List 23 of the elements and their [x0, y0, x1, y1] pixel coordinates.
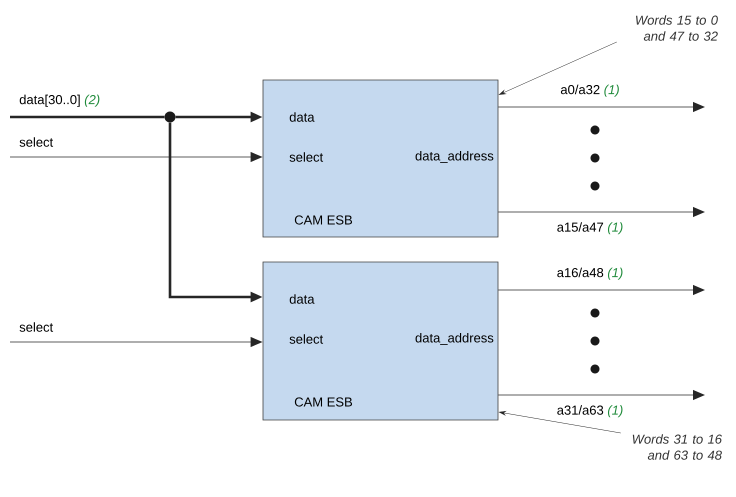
port-label: data	[290, 294, 314, 304]
signal-label: select	[20, 322, 54, 332]
leader-line	[498, 42, 618, 95]
memory-block	[262, 80, 498, 238]
signal-label: data[30..0] (2)	[20, 94, 100, 107]
memory-block	[262, 262, 498, 420]
signal-label: a0/a32 (1)	[560, 84, 619, 97]
junction-dot	[164, 112, 176, 122]
port-label: select	[290, 334, 324, 344]
signal-label: a15/a47 (1)	[557, 222, 622, 234]
port-label: data_address	[416, 332, 494, 345]
leader-line	[498, 411, 622, 434]
bus-line	[10, 116, 164, 118]
port-label: data_address	[416, 151, 494, 163]
block-label: CAM ESB	[294, 215, 352, 225]
note-text: Words 31 to 16 and 63 to 48	[632, 434, 722, 460]
note-text: Words 15 to 0 and 47 to 32	[636, 15, 718, 41]
signal-label: a16/a48 (1)	[557, 268, 622, 280]
port-label: select	[290, 152, 324, 162]
signal-label: a31/a63 (1)	[557, 405, 622, 418]
block-label: CAM ESB	[294, 397, 352, 407]
port-label: data	[290, 112, 314, 122]
signal-label: select	[20, 137, 54, 147]
